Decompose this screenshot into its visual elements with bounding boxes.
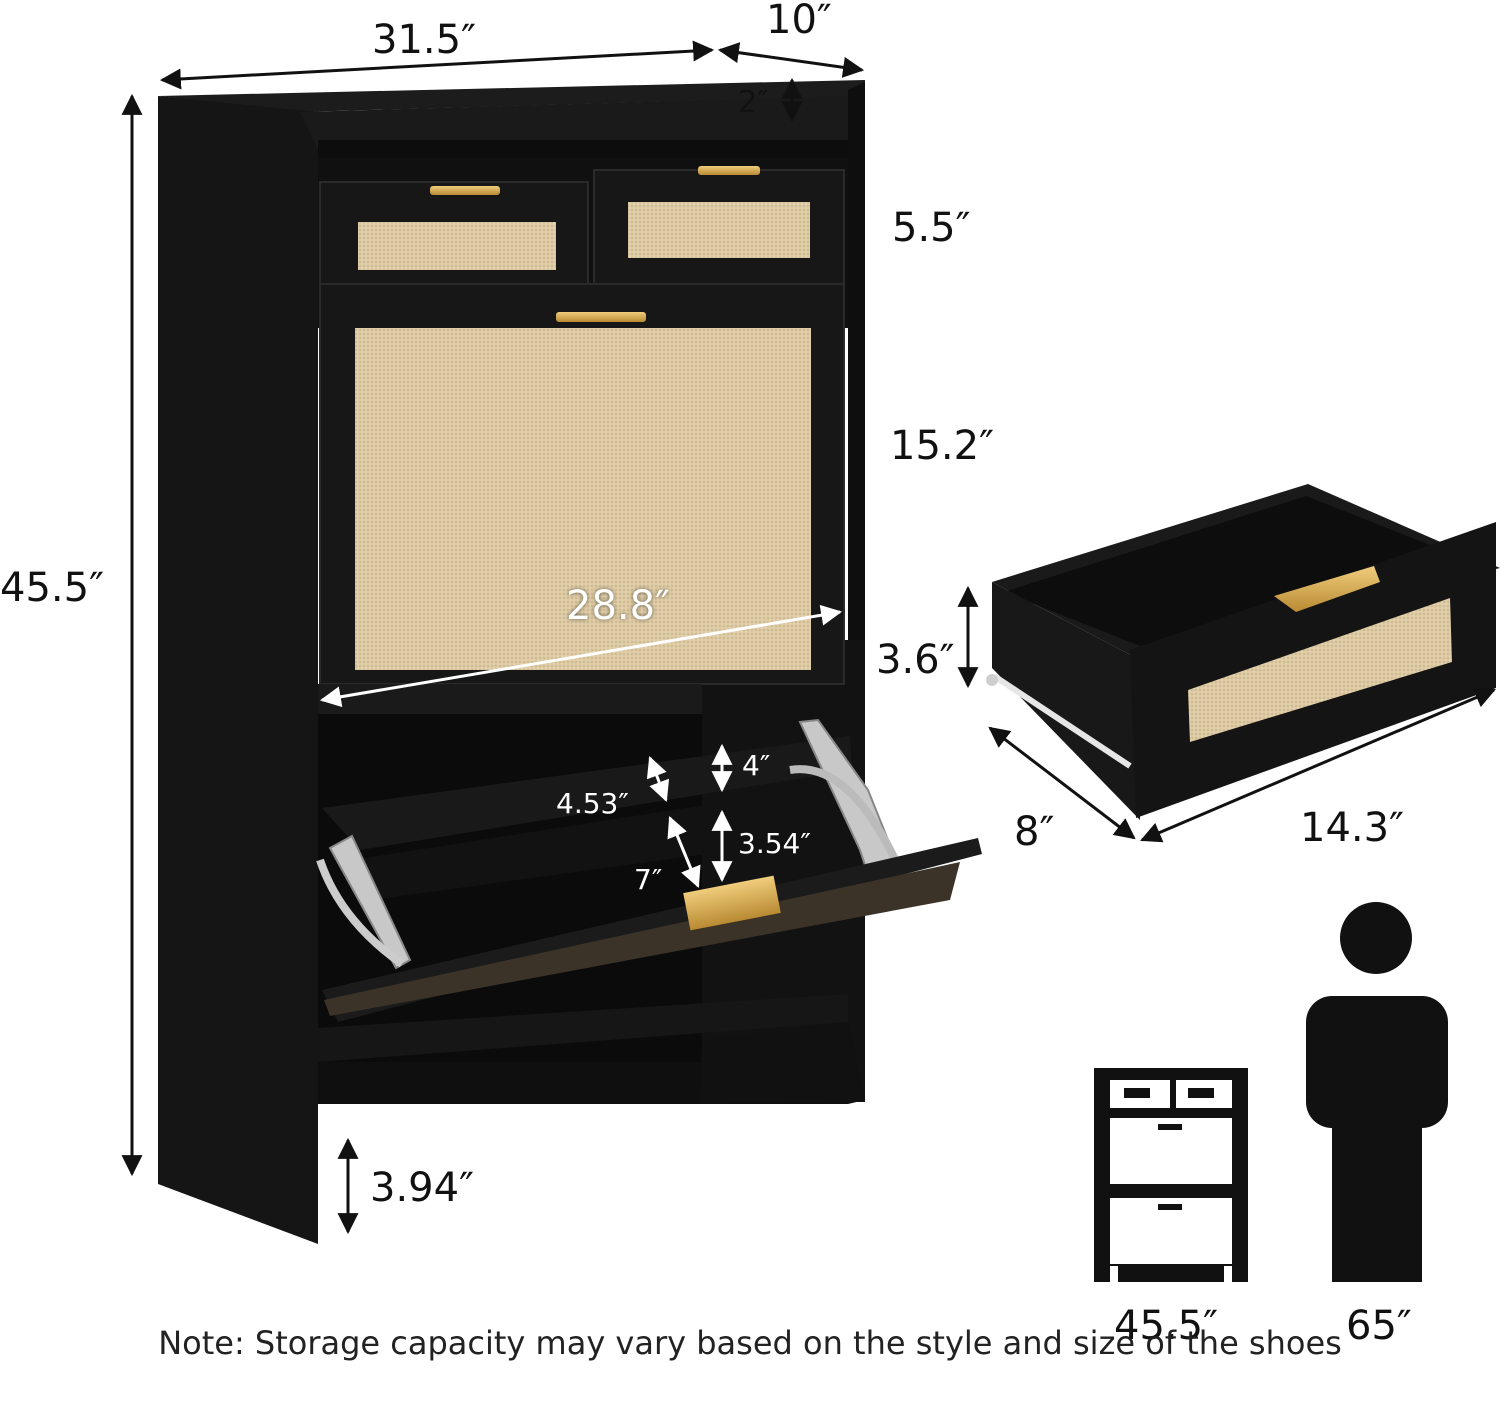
hinge-left (328, 834, 412, 970)
tray-depth-arrow (667, 816, 701, 888)
drawer-width-arrow (1140, 687, 1496, 843)
bottom-shelf (318, 994, 848, 1062)
width-label: 31.5″ (372, 17, 477, 63)
dimension-arrows (121, 40, 865, 1235)
middle-shelf (318, 684, 702, 714)
leg-clearance-label: 3.94″ (370, 1165, 475, 1211)
flip-bin-handle (683, 875, 781, 931)
top-drawer-right-rattan (628, 202, 810, 258)
top-drawer-right-handle (698, 166, 760, 175)
person-silhouette-icon (1306, 902, 1448, 1282)
width-arrow (159, 40, 715, 90)
drawer-rail-wheel (986, 674, 998, 686)
flip-door-handle (556, 312, 646, 322)
drawer-detail (986, 484, 1500, 820)
right-leg (700, 1022, 865, 1104)
cabinet-top-rail (300, 96, 848, 150)
total-height-label: 45.5″ (0, 565, 105, 611)
size-comparison (1094, 902, 1448, 1282)
storage-note: Note: Storage capacity may vary based on… (158, 1324, 1342, 1362)
depth-label: 10″ (766, 0, 832, 43)
dimension-arrows-light (319, 604, 843, 888)
depth-arrow (717, 42, 865, 78)
top-drawer-left-rattan (358, 222, 556, 270)
inner-width-arrow (319, 604, 843, 708)
flip-bin-door-inner (324, 862, 960, 1016)
shelf-gap-label: 4″ (742, 749, 771, 782)
top-rail-label: 2″ (738, 85, 769, 120)
drawer-interior (1004, 496, 1468, 646)
person-height-label: 65″ (1346, 1303, 1412, 1349)
hinge-left-arc (316, 858, 405, 968)
drawer-handle (1274, 566, 1380, 612)
drawer-depth-label: 8″ (1014, 809, 1055, 855)
drawer-height-label: 3.6″ (876, 637, 955, 683)
shoe-cabinet (158, 80, 982, 1244)
cabinet-left-panel (158, 96, 318, 1244)
cabinet-top-rail-front (318, 140, 848, 158)
flip-door-height-label: 15.2″ (890, 423, 995, 469)
drawer-dimension-arrows (957, 585, 1496, 843)
tray-gap-label: 3.54″ (738, 827, 811, 860)
mini-cabinet-icon (1094, 1068, 1248, 1282)
top-drawer-height-label: 5.5″ (892, 205, 971, 251)
shelf-depth-label: 4.53″ (556, 787, 629, 820)
drawer-width-label: 14.3″ (1300, 805, 1405, 851)
inner-width-label: 28.8″ (566, 583, 671, 629)
shelf-depth-arrow (646, 756, 670, 802)
tray-depth-label: 7″ (634, 863, 663, 896)
drawer-depth-arrow (988, 726, 1136, 840)
cabinet-height-comparison-label: 45.5″ (1114, 1303, 1219, 1349)
hinge-right-arc (789, 765, 904, 872)
top-drawer-left-handle (430, 186, 500, 195)
